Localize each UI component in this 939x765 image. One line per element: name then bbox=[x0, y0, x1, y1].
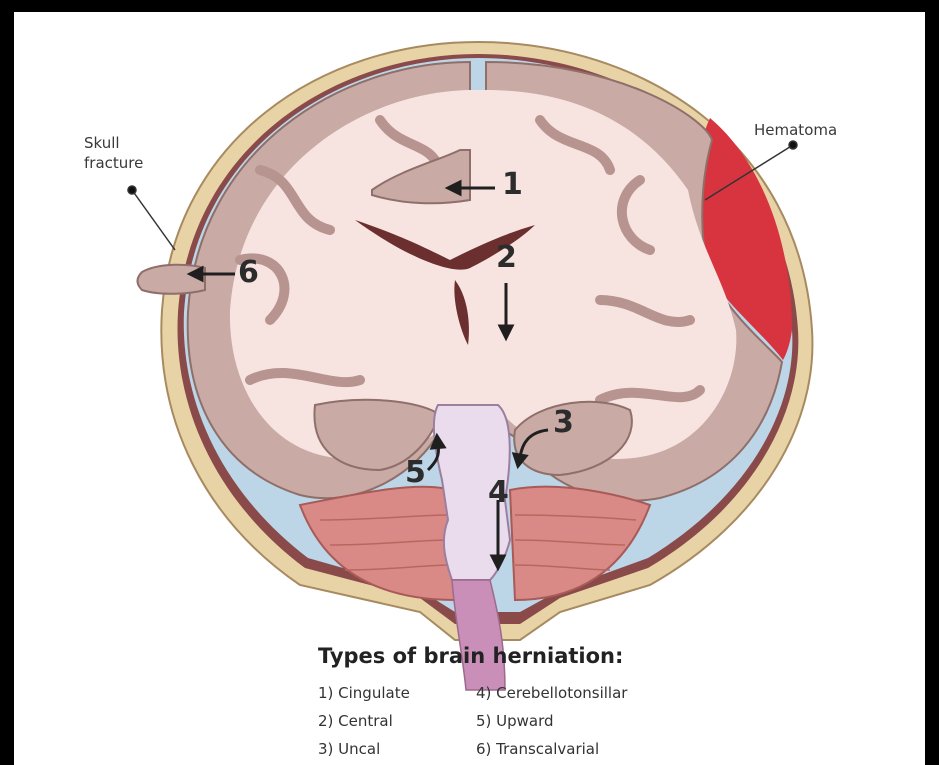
legend-item-3: 3) Uncal bbox=[318, 740, 380, 758]
marker-2: 2 bbox=[496, 243, 517, 273]
marker-4: 4 bbox=[488, 478, 509, 508]
legend-item-4: 4) Cerebellotonsillar bbox=[476, 684, 627, 702]
marker-3: 3 bbox=[553, 408, 574, 438]
skull-fracture-label-line1: Skull bbox=[84, 133, 143, 153]
herniated-tissue bbox=[138, 265, 206, 294]
legend-title: Types of brain herniation: bbox=[318, 644, 623, 668]
marker-5: 5 bbox=[405, 458, 426, 488]
marker-1: 1 bbox=[502, 170, 523, 200]
skull-fracture-label: Skull fracture bbox=[84, 133, 143, 173]
legend-item-5: 5) Upward bbox=[476, 712, 554, 730]
skull-fracture-label-line2: fracture bbox=[84, 153, 143, 173]
legend-item-6: 6) Transcalvarial bbox=[476, 740, 599, 758]
hematoma-label: Hematoma bbox=[754, 120, 837, 140]
legend-item-2: 2) Central bbox=[318, 712, 393, 730]
legend-item-1: 1) Cingulate bbox=[318, 684, 410, 702]
marker-6: 6 bbox=[238, 258, 259, 288]
